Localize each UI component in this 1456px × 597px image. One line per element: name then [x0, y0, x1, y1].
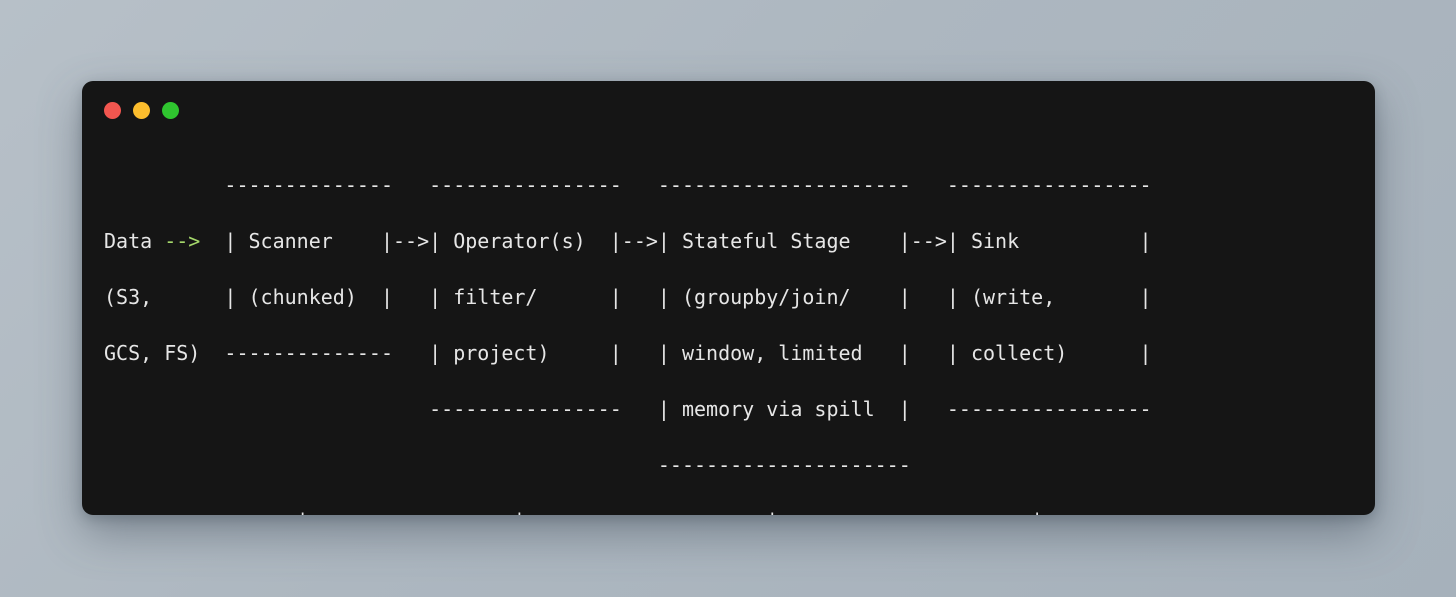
row-text-rest: | Scanner |-->| Operator(s) |-->| Statef…	[200, 229, 1152, 253]
row-text: | | | |	[104, 509, 1044, 515]
diagram-row-top-borders: -------------- ---------------- --------…	[104, 171, 1354, 199]
window-titlebar	[82, 81, 1375, 143]
row-text: (S3, | (chunked) | | filter/ | | (groupb…	[104, 285, 1152, 309]
diagram-row-stems-1: | | | |	[104, 507, 1354, 515]
maximize-button[interactable]	[162, 102, 179, 119]
diagram-row-titles: Data --> | Scanner |-->| Operator(s) |--…	[104, 227, 1354, 255]
row-text-prefix: Data	[104, 229, 165, 253]
close-button[interactable]	[104, 102, 121, 119]
ascii-diagram: -------------- ---------------- --------…	[104, 143, 1354, 515]
row-text: ---------------------	[104, 453, 911, 477]
diagram-row-5: ---------------------	[104, 451, 1354, 479]
green-arrow: -->	[164, 229, 201, 253]
diagram-row-4: ---------------- | memory via spill | --…	[104, 395, 1354, 423]
diagram-row-3: GCS, FS) -------------- | project) | | w…	[104, 339, 1354, 367]
minimize-button[interactable]	[133, 102, 150, 119]
terminal-window: -------------- ---------------- --------…	[82, 81, 1375, 515]
row-text: ---------------- | memory via spill | --…	[104, 397, 1152, 421]
row-text: -------------- ---------------- --------…	[104, 173, 1152, 197]
traffic-light-group	[104, 102, 179, 119]
row-text: GCS, FS) -------------- | project) | | w…	[104, 341, 1152, 365]
diagram-row-2: (S3, | (chunked) | | filter/ | | (groupb…	[104, 283, 1354, 311]
